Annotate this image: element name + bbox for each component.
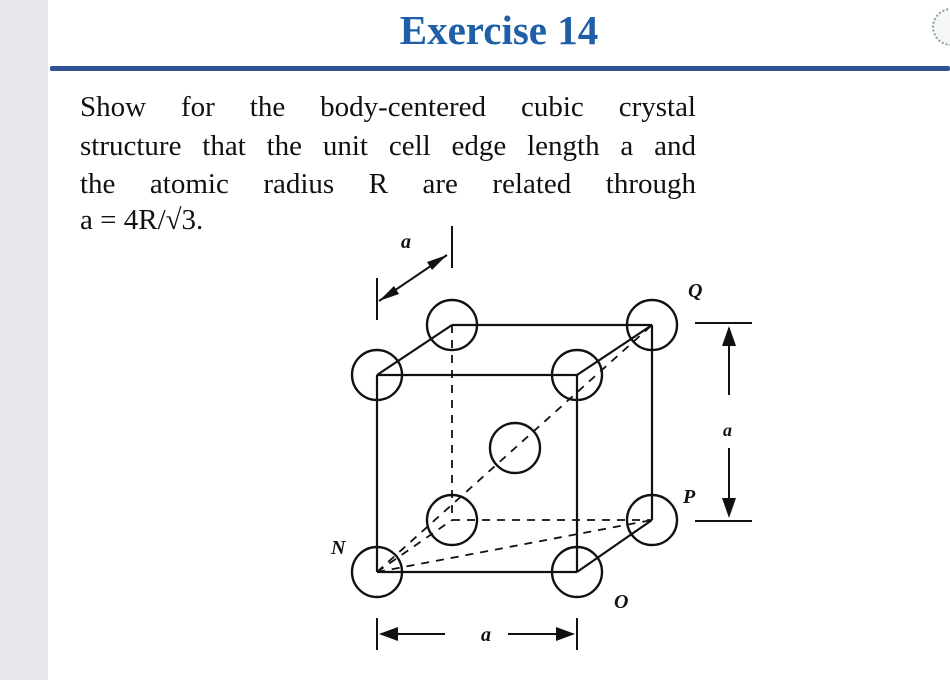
corner-atom-q [625,298,679,352]
problem-statement: Show for the body-centered cubic crystal… [80,88,696,204]
label-p: P [682,486,696,508]
bcc-unit-cell-diagram: a a a Q P N O [330,226,752,650]
body-diagonal [376,324,653,573]
cube-edge-bottom-right [576,519,653,573]
problem-line-3: the atomic radius R are related through [80,168,696,200]
corner-atom [350,348,404,402]
label-o: O [614,591,628,613]
label-edge-right: a [723,420,732,440]
label-q: Q [688,280,702,302]
formula: a = 4R/√3. [80,204,204,236]
hidden-edge-bottom-left [376,519,453,573]
corner-atom-hidden [425,493,479,547]
corner-atom-n [350,545,404,599]
title-divider [50,66,950,71]
problem-line-1: Show for the body-centered cubic crystal [80,91,696,123]
slide-title: Exercise 14 [399,7,599,53]
cube-edge-top-left [376,324,453,376]
body-center-atom [488,421,542,475]
corner-atom-o [550,545,604,599]
corner-atom-p [625,493,679,547]
cube-edge-top-right [576,324,653,376]
label-edge-bottom: a [481,624,491,646]
bcc-unit-cell-figure: a a a Q P N O [300,218,770,670]
corner-atom [550,348,604,402]
left-margin-strip [0,0,48,680]
label-edge-top: a [401,231,411,253]
label-n: N [330,537,347,559]
corner-atom [425,298,479,352]
face-diagonal [376,519,653,573]
problem-line-2: structure that the unit cell edge length… [80,129,696,162]
